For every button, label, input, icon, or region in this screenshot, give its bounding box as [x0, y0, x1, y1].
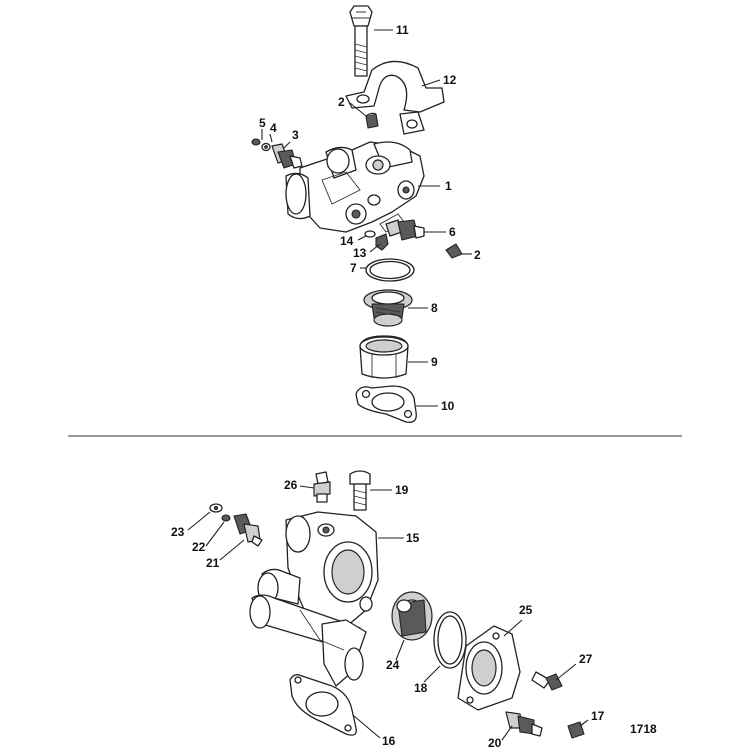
- leader-lines: [187, 29, 589, 741]
- callout-11: 11: [396, 23, 409, 37]
- gasket-10: [355, 385, 417, 423]
- washers-22-23: [209, 503, 231, 522]
- housing-15: [249, 511, 379, 687]
- callout-14: 14: [340, 234, 354, 248]
- callout-13: 13: [353, 246, 367, 260]
- washers-4-5: [251, 138, 271, 152]
- callout-26: 26: [284, 478, 298, 492]
- callout-5: 5: [259, 116, 266, 130]
- figure-id: 1718: [630, 722, 657, 736]
- gasket-16: [289, 674, 357, 736]
- callout-24: 24: [386, 658, 400, 672]
- callout-2-top: 2: [338, 95, 345, 109]
- fitting-26: [313, 471, 331, 503]
- callout-12: 12: [443, 73, 457, 87]
- callout-16: 16: [382, 734, 396, 748]
- callout-10: 10: [441, 399, 455, 413]
- callout-17: 17: [591, 709, 605, 723]
- callout-27: 27: [579, 652, 593, 666]
- callout-6: 6: [449, 225, 456, 239]
- callout-7: 7: [350, 261, 357, 275]
- sensor-20: [505, 711, 543, 737]
- plug-2-right: [445, 243, 463, 259]
- sensor-3: [271, 143, 303, 169]
- callout-18: 18: [414, 681, 428, 695]
- thermostat-24: [391, 591, 433, 641]
- callout-23: 23: [171, 525, 185, 539]
- fittings-13-14: [364, 230, 389, 251]
- callout-4: 4: [270, 121, 277, 135]
- thermostat-8: [363, 289, 413, 327]
- callout-25: 25: [519, 603, 533, 617]
- callout-2-right: 2: [474, 248, 481, 262]
- cover-25: [457, 625, 521, 711]
- callout-15: 15: [406, 531, 420, 545]
- sleeve-9: [359, 335, 409, 379]
- callout-9: 9: [431, 355, 438, 369]
- callout-19: 19: [395, 483, 409, 497]
- o-ring-18: [433, 611, 467, 669]
- callout-22: 22: [192, 540, 206, 554]
- clamp-12: [345, 60, 445, 135]
- sensor-21: [233, 513, 263, 547]
- bolt-27: [531, 671, 563, 691]
- o-ring-7: [365, 258, 415, 282]
- sensor-6: [385, 219, 425, 241]
- bolt-11: [349, 5, 373, 77]
- plug-2-top: [365, 112, 379, 129]
- bolt-19: [349, 470, 371, 511]
- callout-1: 1: [445, 179, 452, 193]
- housing-1: [285, 141, 425, 233]
- callout-3: 3: [292, 128, 299, 142]
- callout-8: 8: [431, 301, 438, 315]
- callout-20: 20: [488, 736, 502, 750]
- callout-21: 21: [206, 556, 220, 570]
